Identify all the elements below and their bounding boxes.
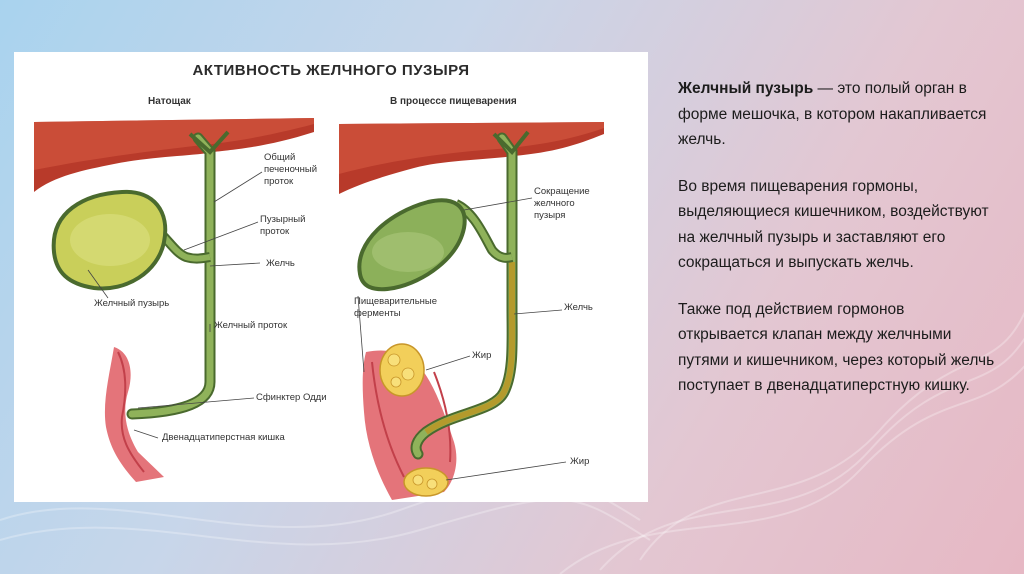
label-common-hepatic-duct: Общий печеночный проток xyxy=(264,152,324,188)
label-bile-duct: Желчный проток xyxy=(214,320,287,332)
gallbladder-figure: АКТИВНОСТЬ ЖЕЛЧНОГО ПУЗЫРЯ Натощак В про… xyxy=(14,52,648,502)
paragraph-2: Во время пищеварения гормоны, выделяющие… xyxy=(678,174,998,276)
label-enzymes: Пищеварительные ферменты xyxy=(354,296,444,320)
label-gallbladder: Желчный пузырь xyxy=(94,298,169,310)
label-fat-top: Жир xyxy=(472,350,491,362)
label-duodenum: Двенадцатиперстная кишка xyxy=(162,432,285,444)
fat-globule-top xyxy=(380,344,424,396)
label-bile-left: Желчь xyxy=(266,258,295,270)
label-fat-bottom: Жир xyxy=(570,456,589,468)
description-text: Желчный пузырь — это полый орган в форме… xyxy=(678,76,998,420)
left-panel-heading: Натощак xyxy=(148,96,191,107)
figure-title: АКТИВНОСТЬ ЖЕЛЧНОГО ПУЗЫРЯ xyxy=(14,62,648,79)
label-sphincter: Сфинктер Одди xyxy=(256,392,327,404)
label-cystic-duct: Пузырный проток xyxy=(260,214,320,238)
diagram-drawing xyxy=(14,52,648,502)
label-bile-right: Желчь xyxy=(564,302,593,314)
label-contraction: Сокращение желчного пузыря xyxy=(534,186,604,222)
paragraph-3: Также под действием гормонов открывается… xyxy=(678,297,998,399)
term-gallbladder: Желчный пузырь xyxy=(678,80,813,97)
fat-globule-bottom xyxy=(404,468,448,496)
paragraph-1: Желчный пузырь — это полый орган в форме… xyxy=(678,76,998,153)
right-panel-heading: В процессе пищеварения xyxy=(390,96,517,107)
